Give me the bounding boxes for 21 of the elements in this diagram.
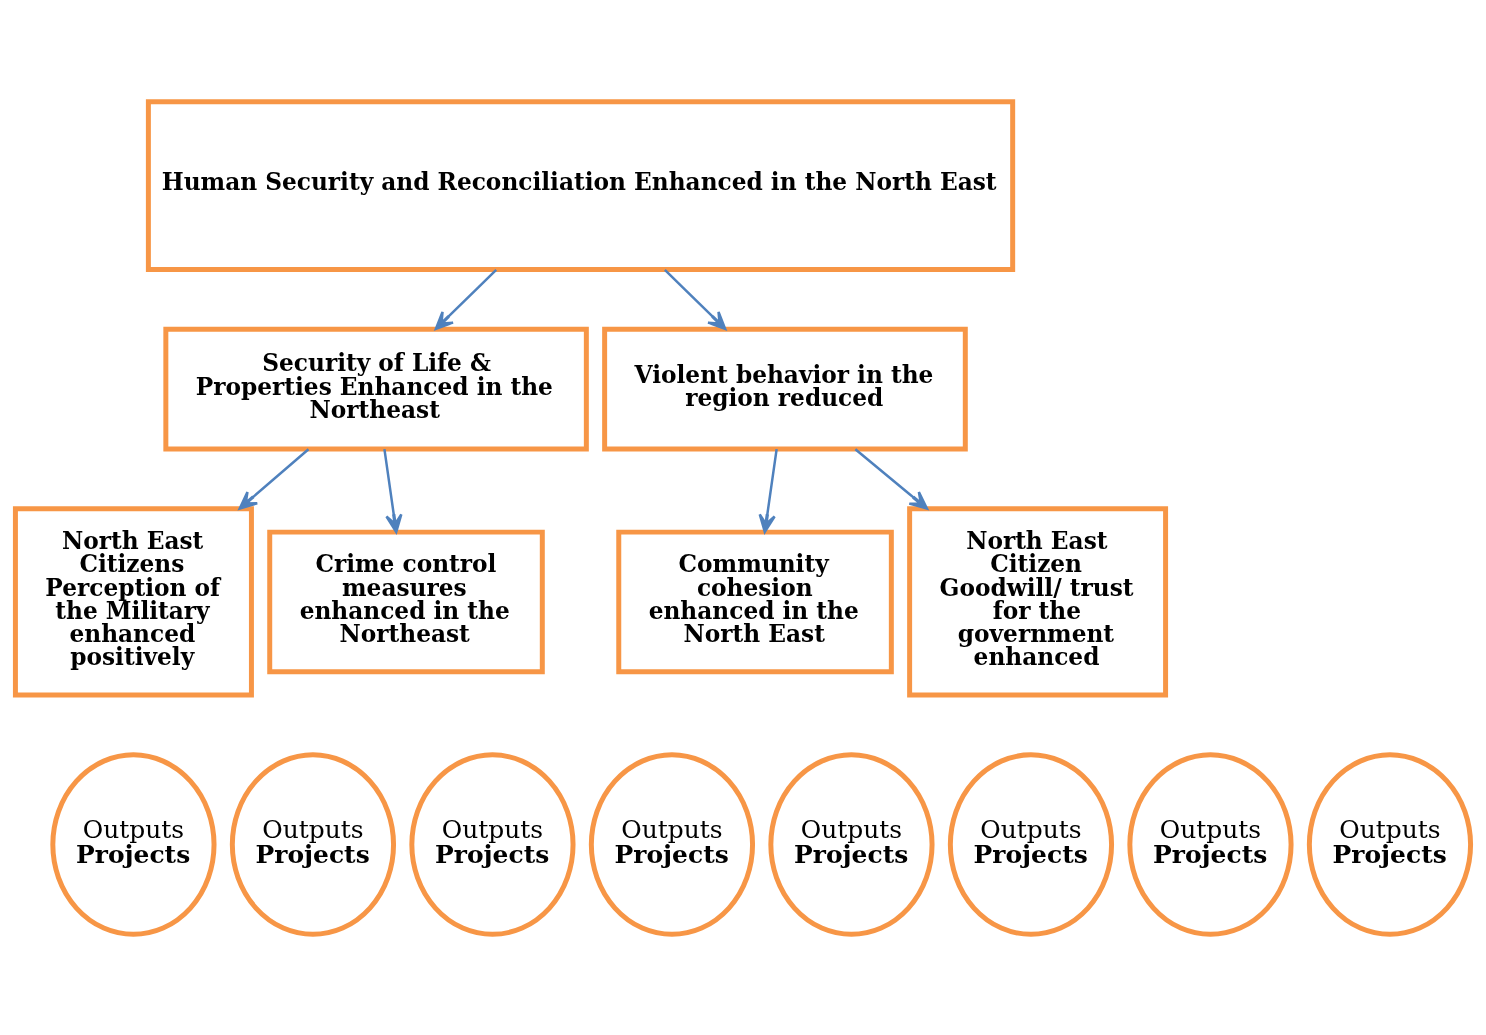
node-ellipse: Outputs Projects <box>229 751 397 937</box>
arrow <box>758 448 778 533</box>
node-ellipse: Outputs Projects <box>50 751 217 937</box>
node-ellipse: Outputs Projects <box>1127 751 1294 937</box>
node-ellipse: Outputs Projects <box>768 751 935 937</box>
node-box: Community cohesion enhanced in the North East <box>616 529 894 674</box>
node-box: Violent behavior in the region reduced <box>602 326 968 451</box>
node-box: North East Citizens Perception of the Military enhanced positively <box>12 505 254 697</box>
node-ellipse: Outputs Projects <box>1306 751 1474 937</box>
arrow <box>434 268 498 330</box>
node-ellipse: Outputs Projects <box>947 751 1115 937</box>
node-box: North East Citizen Goodwill/ trust for the government enhanced <box>907 505 1169 697</box>
arrow <box>664 268 727 330</box>
node-box: Security of Life & Properties Enhanced in the Northeast <box>163 326 589 451</box>
node-box: Human Security and Reconciliation Enhanced in the North East <box>145 98 1016 272</box>
node-ellipse: Outputs Projects <box>409 751 576 937</box>
node-box: Crime control measures enhanced in the Northeast <box>267 529 545 674</box>
arrow <box>854 447 929 510</box>
arrow <box>383 448 403 533</box>
node-ellipse: Outputs Projects <box>588 751 756 937</box>
arrow <box>238 447 310 510</box>
